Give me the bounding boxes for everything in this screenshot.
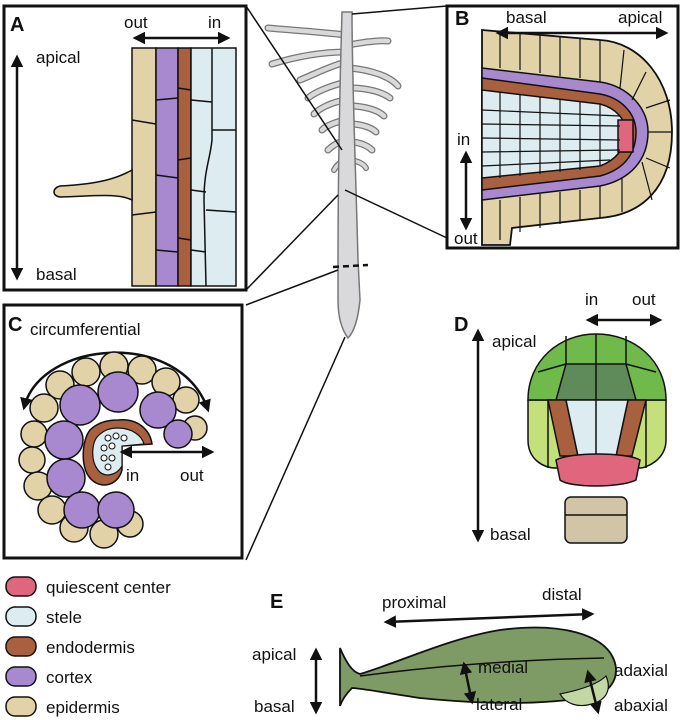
panel-d: D in out apical basal	[454, 290, 667, 544]
legend-label: endodermis	[46, 638, 135, 657]
panel-d-basal-label: basal	[490, 525, 531, 544]
panel-e-adaxial-abaxial-arrow	[584, 669, 602, 715]
legend: quiescent center stele endodermis cortex…	[5, 576, 171, 717]
panel-a-apical-label: apical	[36, 48, 80, 67]
panel-c-circumferential-label: circumferential	[30, 320, 141, 339]
root-hair	[265, 25, 349, 38]
root-cut	[332, 263, 369, 269]
panel-b-out-label: out	[454, 229, 478, 248]
legend-item: cortex	[5, 666, 93, 687]
panel-a-in-label: in	[208, 13, 221, 32]
panel-b-letter: B	[455, 8, 469, 30]
panel-e: E proximal distal apical basal medial la…	[252, 585, 668, 716]
panel-e-apical-label: apical	[252, 645, 296, 664]
panel-c-letter: C	[8, 314, 22, 336]
panel-e-proximal-distal-arrow	[383, 608, 595, 628]
panel-e-adaxial-label: adaxial	[614, 661, 668, 680]
panel-d-letter: D	[454, 314, 468, 336]
suspensor-cell	[564, 496, 628, 544]
root-hair	[297, 59, 349, 83]
connector-lines	[245, 5, 448, 561]
panel-a: A out in apical basal	[2, 4, 248, 292]
leaf-blade	[339, 626, 617, 707]
panel-e-medial-lateral-arrow	[459, 661, 477, 705]
panel-c-in-label: in	[126, 466, 139, 485]
endodermis-strip	[177, 47, 192, 287]
legend-label: cortex	[46, 668, 93, 687]
panel-e-medial-label: medial	[478, 658, 528, 677]
legend-item: epidermis	[5, 696, 120, 717]
epidermis-strip	[131, 47, 157, 287]
panel-e-proximal-label: proximal	[382, 593, 446, 612]
panel-e-lateral-label: lateral	[476, 695, 522, 714]
panel-a-letter: A	[10, 14, 24, 36]
legend-label: epidermis	[46, 698, 120, 717]
panel-e-distal-label: distal	[542, 585, 582, 604]
root-hair	[347, 65, 401, 89]
panel-b-apical-label: apical	[618, 8, 662, 27]
panel-b-in-label: in	[457, 130, 470, 149]
panel-e-letter: E	[270, 591, 283, 613]
legend-label: quiescent center	[46, 578, 171, 597]
panel-e-abaxial-label: abaxial	[614, 696, 668, 715]
root-hair	[269, 49, 349, 67]
panel-c: C circumferential in out	[2, 303, 244, 560]
panel-d-in-label: in	[585, 290, 598, 309]
legend-label: stele	[46, 608, 82, 627]
panel-a-basal-label: basal	[36, 265, 77, 284]
legend-item: stele	[5, 606, 82, 627]
panel-c-out-label: out	[180, 466, 204, 485]
root-hair-cell	[53, 168, 133, 202]
panel-e-basal-label: basal	[254, 697, 295, 716]
root-hair	[347, 85, 393, 101]
root-body	[337, 11, 361, 340]
legend-item: quiescent center	[5, 576, 171, 597]
panel-d-out-label: out	[632, 290, 656, 309]
panel-d-apical-label: apical	[492, 332, 536, 351]
legend-item: endodermis	[5, 636, 135, 657]
panel-b-basal-label: basal	[506, 8, 547, 27]
quiescent-center	[617, 119, 634, 153]
embryo-hypophysis	[555, 453, 641, 487]
stele-strip	[190, 47, 237, 287]
panel-a-out-label: out	[124, 13, 148, 32]
root-drawing	[264, 11, 402, 340]
panel-b: B basal apical in out	[445, 4, 680, 250]
